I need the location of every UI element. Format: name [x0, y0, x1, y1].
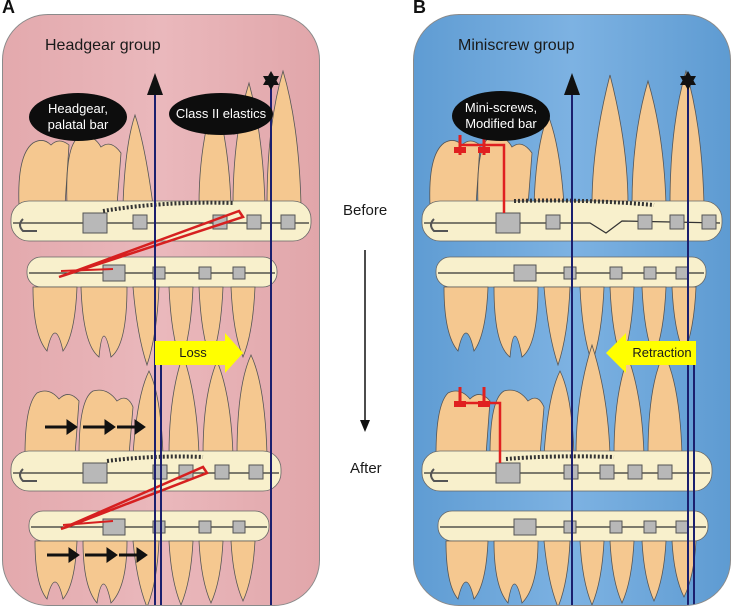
- panel-title: Headgear group: [45, 37, 161, 54]
- lower-teeth-before: [26, 256, 278, 367]
- star-of-david-icon: [263, 71, 279, 90]
- panel-letter-b: B: [413, 0, 426, 17]
- appliance-label: Headgear, palatal bar: [29, 93, 127, 141]
- miniscrew-panel: Miniscrew group Mini-screws, Modified ba…: [413, 14, 731, 606]
- after-label: After: [350, 460, 382, 477]
- panel-title: Miniscrew group: [458, 37, 575, 54]
- upper-teeth-after: [421, 343, 713, 492]
- headgear-panel: Headgear group Headgear, palatal bar Cla…: [2, 14, 320, 606]
- retraction-label: Retraction: [632, 345, 692, 360]
- arrow-up-icon: [147, 73, 163, 95]
- upper-teeth-after: [10, 353, 282, 492]
- panel-letter-a: A: [2, 0, 15, 17]
- loss-label: Loss: [179, 345, 207, 360]
- miniscrew-illustration: [421, 69, 723, 605]
- headgear-illustration: [10, 69, 312, 605]
- timeline-arrow: [360, 250, 370, 432]
- star-of-david-icon: [680, 71, 696, 90]
- appliance-label: Mini-screws, Modified bar: [452, 91, 550, 141]
- elastics-label: Class II elastics: [169, 93, 273, 135]
- upper-teeth-before: [421, 69, 723, 242]
- arrow-up-icon: [564, 73, 580, 95]
- class-ii-elastic-before: [58, 209, 245, 279]
- mesial-movement-arrows-upper: [45, 419, 146, 435]
- before-label: Before: [343, 202, 388, 219]
- mesial-movement-arrows-lower: [47, 547, 148, 563]
- loss-arrow: [155, 333, 243, 373]
- lower-teeth-after: [437, 510, 709, 605]
- miniscrew-modified-bar-after: [454, 387, 502, 463]
- retraction-arrow: [606, 333, 696, 373]
